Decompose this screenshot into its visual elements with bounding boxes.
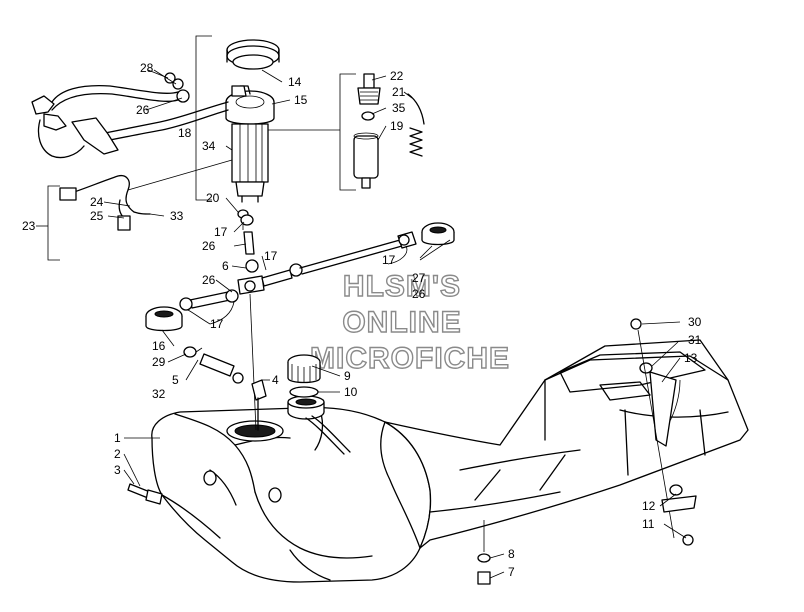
callout-26-b: 26 — [202, 239, 216, 253]
callout-15: 15 — [294, 93, 308, 107]
pump-components — [268, 73, 425, 191]
callout-11: 11 — [642, 517, 655, 531]
callout-17-c: 17 — [210, 317, 224, 331]
callout-4: 4 — [272, 373, 279, 387]
callout-30: 30 — [688, 315, 702, 329]
callout-26-d: 26 — [412, 287, 426, 301]
callout-labels: 1 2 3 4 5 6 7 8 9 10 11 12 13 14 15 16 1… — [22, 61, 702, 579]
fuel-pump-assembly — [195, 35, 280, 219]
watermark-line-1: HLSM'S — [343, 270, 461, 303]
strap-hardware — [630, 318, 697, 546]
callout-22: 22 — [390, 69, 404, 83]
callout-9: 9 — [344, 369, 351, 383]
filler-cap — [287, 354, 321, 398]
callout-17-a: 17 — [214, 225, 228, 239]
callout-8: 8 — [508, 547, 515, 561]
callout-19: 19 — [390, 119, 404, 133]
callout-25: 25 — [90, 209, 104, 223]
callout-35: 35 — [392, 101, 406, 115]
callout-23: 23 — [22, 219, 36, 233]
callout-33: 33 — [170, 209, 184, 223]
callout-18: 18 — [178, 126, 192, 140]
callout-26-c: 26 — [202, 273, 216, 287]
callout-1: 1 — [114, 431, 121, 445]
bottom-bolts — [477, 520, 491, 585]
callout-31: 31 — [688, 333, 702, 347]
callout-16: 16 — [152, 339, 166, 353]
callout-17-d: 17 — [382, 253, 396, 267]
leader-lines — [36, 69, 687, 579]
callout-21: 21 — [392, 85, 406, 99]
callout-28: 28 — [140, 61, 154, 75]
callout-29: 29 — [152, 355, 166, 369]
callout-10: 10 — [344, 385, 358, 399]
callout-2: 2 — [114, 447, 121, 461]
wire-harness — [47, 159, 233, 261]
watermark-line-3: MICROFICHE — [310, 342, 510, 375]
callout-14: 14 — [288, 75, 302, 89]
callout-5: 5 — [172, 373, 179, 387]
callout-27: 27 — [412, 271, 426, 285]
callout-6: 6 — [222, 259, 229, 273]
fuel-tank — [151, 395, 432, 583]
watermark: HLSM'S ONLINE MICROFICHE — [309, 269, 510, 375]
callout-34: 34 — [202, 139, 216, 153]
callout-26-a: 26 — [136, 103, 150, 117]
drain-hardware — [127, 483, 163, 505]
callout-17-b: 17 — [264, 249, 278, 263]
fuel-line-hose — [31, 72, 247, 159]
callout-13: 13 — [684, 351, 698, 365]
callout-20: 20 — [206, 191, 220, 205]
fuel-lines — [145, 214, 455, 431]
callout-3: 3 — [114, 463, 121, 477]
callout-12: 12 — [642, 499, 656, 513]
callout-7: 7 — [508, 565, 515, 579]
callout-32: 32 — [152, 387, 166, 401]
callout-24: 24 — [90, 195, 104, 209]
watermark-line-2: ONLINE — [342, 306, 461, 339]
